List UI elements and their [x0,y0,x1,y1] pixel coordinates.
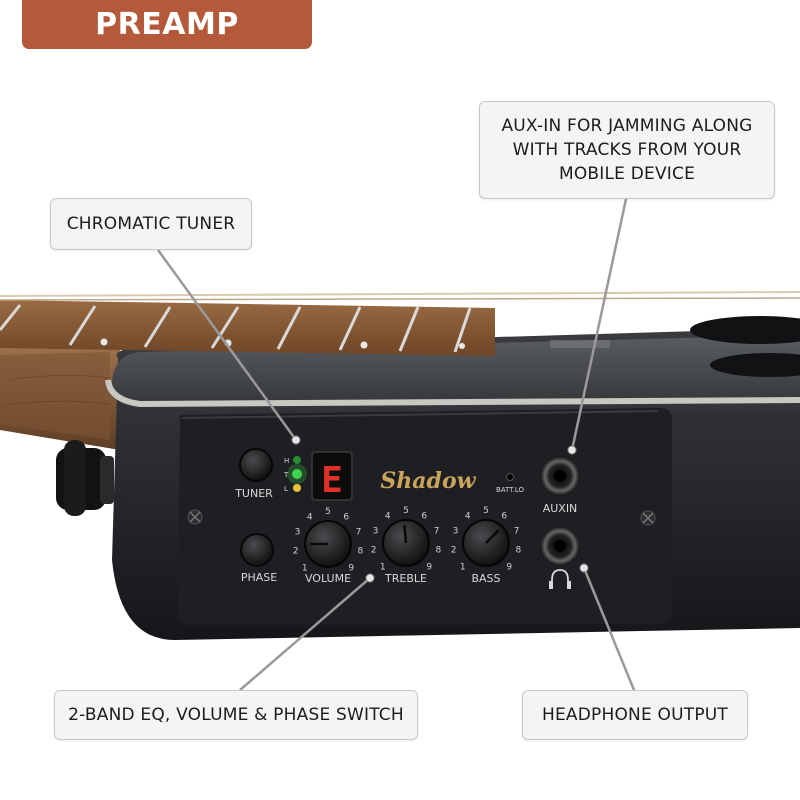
knob-scale-number: 9 [348,563,354,573]
bass-panel-label: BASS [471,572,500,585]
tuner-leds: H T L [283,456,307,493]
led-label-t: T [283,471,289,479]
knob-scale-number: 1 [380,562,386,572]
treble-knob: 12 34 5 67 89 [371,506,442,572]
tuner-note-readout: E [321,460,343,501]
knob-scale-number: 1 [302,563,308,573]
knob-scale-number: 5 [325,507,331,517]
knob-scale-number: 4 [465,512,471,522]
volume-panel-label: VOLUME [305,572,351,585]
tuner-button [239,448,273,482]
tuner-panel-label: TUNER [234,487,273,500]
preamp-banner: PREAMP [22,0,312,49]
knob-pointer [403,524,408,544]
callout-eq-volume-phase: 2-BAND EQ, VOLUME & PHASE SWITCH [54,690,418,740]
knob-scale-number: 3 [373,526,379,536]
knob-scale-number: 9 [426,562,432,572]
knob-scale-number: 3 [453,526,459,536]
aux-in-jack [540,456,580,496]
knob-scale-number: 8 [516,545,522,555]
knob-scale-number: 7 [356,527,362,537]
callout-pointers [156,198,636,691]
phase-panel-label: PHASE [241,571,277,584]
knob-pointer [485,529,500,544]
knob-scale-number: 6 [343,513,349,523]
knob-scale-number: 2 [451,545,457,555]
callout-aux-line-1: AUX-IN FOR JAMMING ALONG [501,116,753,136]
pointer-dots [291,435,589,583]
callout-aux-in: AUX-IN FOR JAMMING ALONG WITH TRACKS FRO… [479,101,775,199]
callout-chromatic-tuner: CHROMATIC TUNER [50,198,252,250]
auxin-panel-label: AUXIN [543,502,578,515]
callout-tuner-text: CHROMATIC TUNER [66,214,236,234]
knob-scale-number: 9 [506,562,512,572]
knob-scale-number: 7 [434,526,440,536]
callout-aux-line-2: WITH TRACKS FROM YOUR [512,140,742,160]
knob-scale-number: 4 [385,512,391,522]
knob-scale-number: 6 [501,512,507,522]
headphone-icon [549,569,571,589]
bass-knob: 12 34 5 67 89 [451,506,522,572]
knob-scale-number: 4 [307,513,313,523]
knob-scale-number: 8 [436,545,442,555]
knob-scale-number: 5 [483,506,489,516]
callout-headphone-output: HEADPHONE OUTPUT [522,690,748,740]
knob-scale-number: 2 [293,546,299,556]
knob-scale-number: 8 [358,546,364,556]
callout-headphone-text: HEADPHONE OUTPUT [541,705,728,725]
guitar-neck [0,330,120,450]
led-label-l: L [284,485,288,493]
knob-scale-number: 1 [460,562,466,572]
headphone-jack [540,526,580,566]
callout-aux-line-3: MOBILE DEVICE [558,164,696,184]
phase-button [240,533,274,567]
volume-knob: 12 34 5 67 89 [293,507,364,573]
brand-logo: Shadow [380,468,476,494]
tuner-display: E [311,451,353,501]
treble-panel-label: TREBLE [384,572,427,585]
led-label-h: H [284,457,289,465]
callout-eq-text: 2-BAND EQ, VOLUME & PHASE SWITCH [68,705,404,725]
knob-scale-number: 3 [295,527,301,537]
strap-button [56,440,114,516]
knob-scale-number: 5 [403,506,409,516]
knob-scale-number: 2 [371,545,377,555]
batt-lo-label: BATT.LO [496,486,525,494]
knob-scale-number: 7 [514,526,520,536]
fretboard [0,291,800,356]
knob-scale-number: 6 [421,512,427,522]
